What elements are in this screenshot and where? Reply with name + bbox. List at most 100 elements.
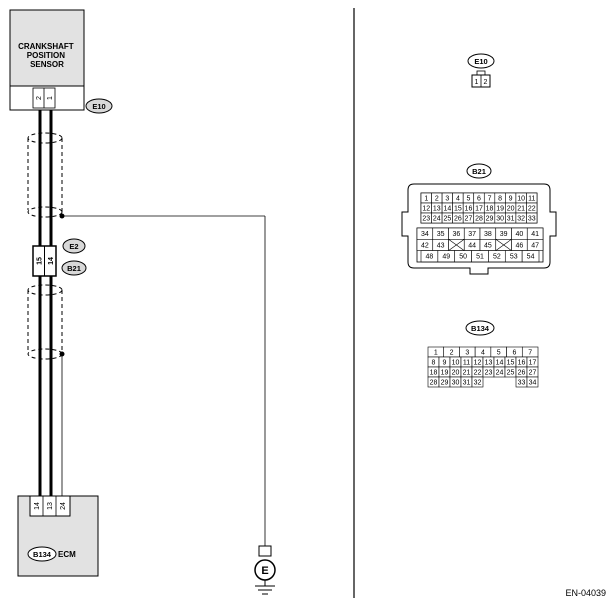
pin-number: 24 xyxy=(496,369,504,376)
joint-tag-b21: B21 xyxy=(61,260,87,276)
pin-number: 6 xyxy=(512,349,516,356)
signal-wires xyxy=(38,110,53,496)
pin-number: 52 xyxy=(493,254,501,261)
pin-cell xyxy=(526,376,539,388)
blank-pin-cross xyxy=(448,239,465,251)
pin-number: 14 xyxy=(443,205,451,212)
pin-number: 20 xyxy=(507,205,515,212)
pin-number: 51 xyxy=(476,254,484,261)
svg-text:E10: E10 xyxy=(474,57,487,66)
joint-pin-14: 14 xyxy=(48,257,55,265)
pin-number: 21 xyxy=(517,205,525,212)
pin-number: 17 xyxy=(475,205,483,212)
pin-number: 27 xyxy=(529,369,537,376)
pin-number: 15 xyxy=(507,359,515,366)
pin-number: 7 xyxy=(528,349,532,356)
pin-number: 26 xyxy=(518,369,526,376)
pin-number: 40 xyxy=(515,231,523,238)
pin-number: 37 xyxy=(468,231,476,238)
svg-text:1: 1 xyxy=(475,79,479,86)
blank-pin-cross xyxy=(495,239,512,251)
ecm-pin-13: 13 xyxy=(47,502,54,510)
connector-e10-view: E10 1 2 xyxy=(467,53,495,88)
pin-number: 11 xyxy=(528,195,535,202)
pin-number: 21 xyxy=(463,369,471,376)
svg-text:E10: E10 xyxy=(92,102,105,111)
ecm-pin-24: 24 xyxy=(60,502,67,510)
pin-number: 27 xyxy=(465,215,473,222)
svg-text:B21: B21 xyxy=(472,167,486,176)
pin-number: 24 xyxy=(433,215,441,222)
pin-number: 35 xyxy=(437,231,445,238)
pin-number: 34 xyxy=(421,231,429,238)
pin-number: 11 xyxy=(463,359,470,366)
shield-lower xyxy=(27,284,63,360)
pin-number: 45 xyxy=(484,242,492,249)
sensor-title-line-3: SENSOR xyxy=(30,60,64,69)
sensor-connector-tag: E10 xyxy=(85,98,113,114)
pin-number: 20 xyxy=(452,369,460,376)
pin-number: 26 xyxy=(454,215,462,222)
pin-number: 29 xyxy=(441,379,449,386)
pin-number: 33 xyxy=(518,379,526,386)
figure-code: EN-04039 xyxy=(565,588,606,598)
pin-number: 25 xyxy=(443,215,451,222)
pin-number: 25 xyxy=(507,369,515,376)
sensor-pin-1: 1 xyxy=(47,96,54,100)
svg-text:E: E xyxy=(261,565,268,577)
pin-number: 44 xyxy=(468,242,476,249)
pin-number: 43 xyxy=(437,242,445,249)
pin-cell xyxy=(521,250,540,263)
pin-number: 3 xyxy=(465,349,469,356)
joint-connector: 15 14 xyxy=(32,245,57,277)
pin-number: 18 xyxy=(486,205,494,212)
joint-pin-15: 15 xyxy=(37,257,44,265)
pin-number: 38 xyxy=(484,231,492,238)
pin-number: 7 xyxy=(488,195,492,202)
ecm-connector-tag: B134 xyxy=(33,550,52,559)
sensor-title-line-2: POSITION xyxy=(27,51,65,60)
pin-number: 32 xyxy=(517,215,525,222)
pin-number: 53 xyxy=(510,254,518,261)
pin-number: 39 xyxy=(500,231,508,238)
svg-text:CRANKSHAFT POSITION: CRANKSHAFT POSITION SENSOR xyxy=(18,42,76,69)
pin-number: 28 xyxy=(430,379,438,386)
pin-number: 8 xyxy=(498,195,502,202)
pin-number: 4 xyxy=(481,349,485,356)
pin-number: 5 xyxy=(467,195,471,202)
pin-number: 10 xyxy=(517,195,525,202)
pin-number: 50 xyxy=(459,254,467,261)
pin-number: 12 xyxy=(422,205,430,212)
pin-number: 10 xyxy=(452,359,460,366)
pin-number: 15 xyxy=(454,205,462,212)
pin-number: 29 xyxy=(486,215,494,222)
pin-number: 16 xyxy=(465,205,473,212)
ecm-pin-14: 14 xyxy=(34,502,41,510)
pin-number: 33 xyxy=(528,215,536,222)
pin-number: 17 xyxy=(529,359,537,366)
pin-number: 6 xyxy=(477,195,481,202)
pin-number: 47 xyxy=(531,242,539,249)
pin-number: 5 xyxy=(497,349,501,356)
pin-cell xyxy=(526,212,538,224)
sensor-title-line-1: CRANKSHAFT xyxy=(18,42,74,51)
pin-number: 22 xyxy=(528,205,536,212)
pin-number: 54 xyxy=(527,254,535,261)
pin-number: 8 xyxy=(432,359,436,366)
ecm-label: ECM xyxy=(58,550,76,559)
pin-number: 28 xyxy=(475,215,483,222)
pin-number: 31 xyxy=(507,215,515,222)
pin-number: 30 xyxy=(496,215,504,222)
pin-number: 9 xyxy=(509,195,513,202)
pin-number: 19 xyxy=(496,205,504,212)
pin-number: 2 xyxy=(435,195,439,202)
pin-number: 4 xyxy=(456,195,460,202)
pin-number: 42 xyxy=(421,242,429,249)
pin-number: 3 xyxy=(445,195,449,202)
pin-number: 9 xyxy=(443,359,447,366)
